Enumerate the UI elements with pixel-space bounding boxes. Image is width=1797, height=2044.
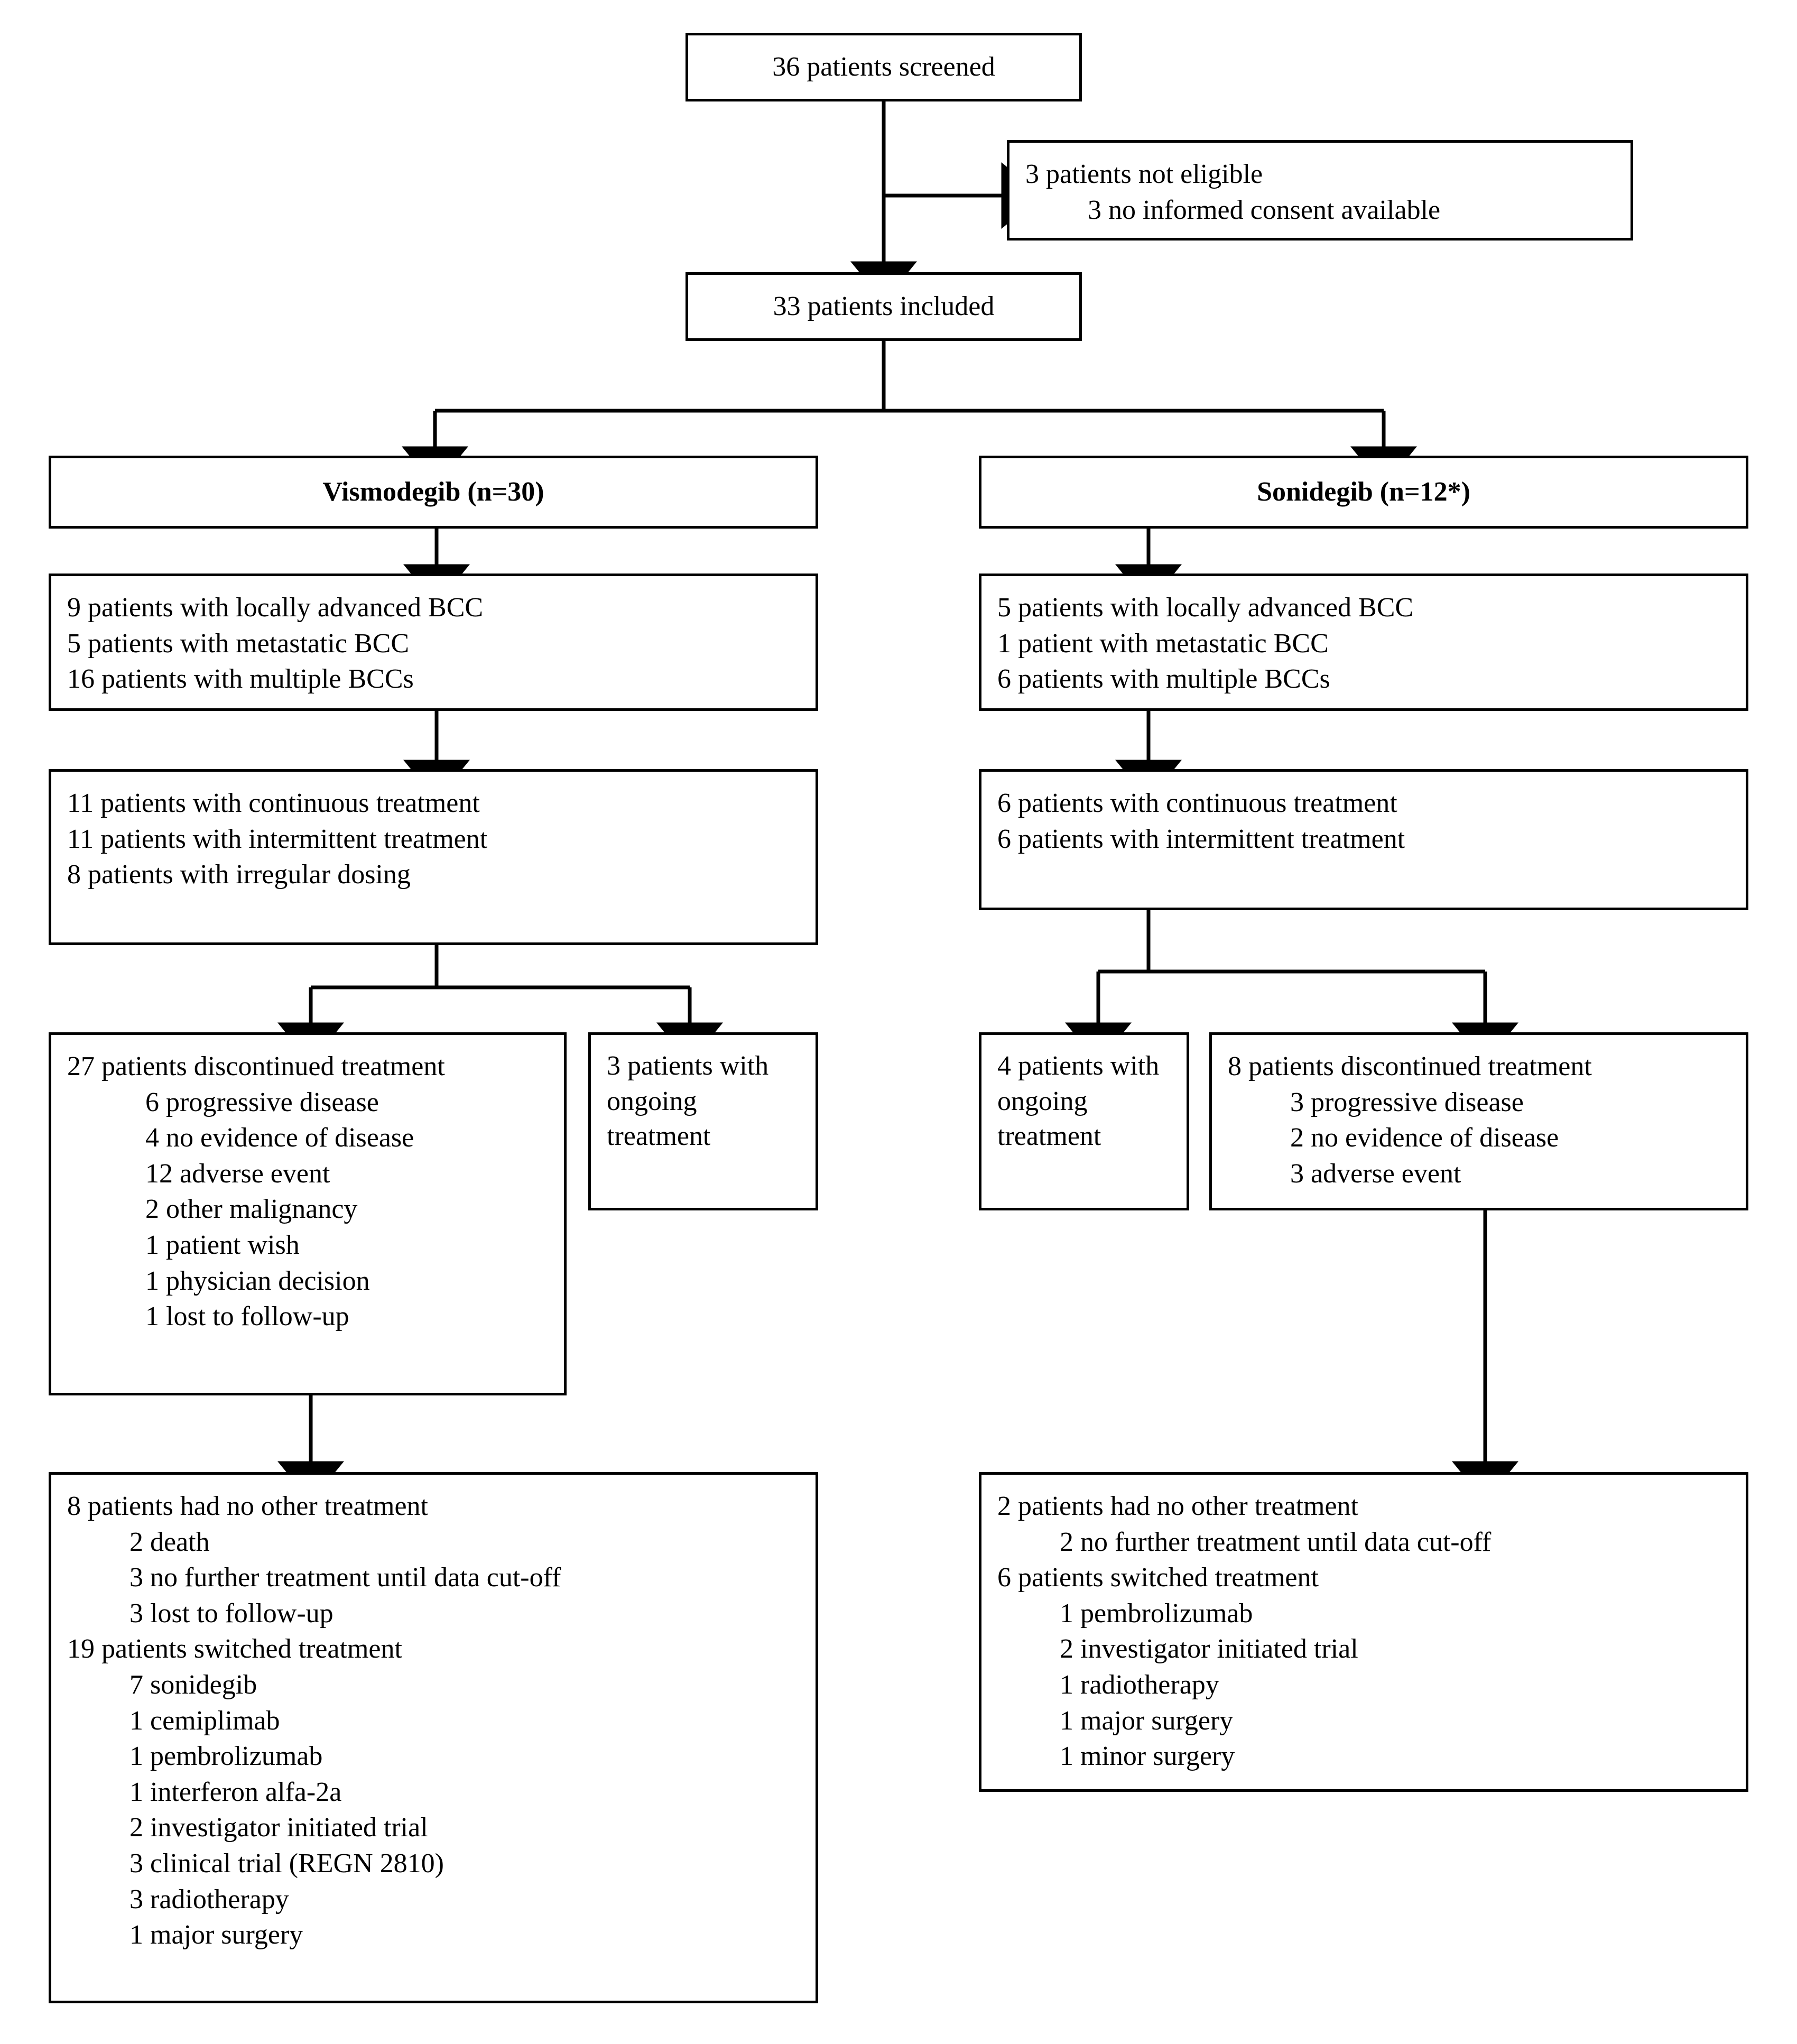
- vis-discontinued-item-2: 4 no evidence of disease: [145, 1123, 414, 1153]
- vis-followup-item2-3: 1 pembrolizumab: [129, 1741, 323, 1772]
- son-followup-item2-1: 1 pembrolizumab: [1060, 1598, 1253, 1629]
- not-eligible-line-1: 3 patients not eligible: [1025, 159, 1263, 189]
- son-followup-header-2: 6 patients switched treatment: [997, 1562, 1319, 1593]
- node-vismodegib-ongoing: 3 patients with ongoing treatment: [588, 1032, 818, 1210]
- node-arm-vismodegib: Vismodegib (n=30): [49, 456, 818, 529]
- son-followup-item2-4: 1 major surgery: [1060, 1705, 1234, 1736]
- node-vismodegib-dosing: 11 patients with continuous treatment 11…: [49, 769, 818, 945]
- son-ongoing-label: 4 patients with ongoing treatment: [997, 1051, 1166, 1152]
- node-included: 33 patients included: [686, 272, 1082, 341]
- vis-discontinued-item-6: 1 physician decision: [145, 1265, 370, 1296]
- vis-ongoing-label: 3 patients with ongoing treatment: [607, 1051, 776, 1152]
- vis-followup-item2-2: 1 cemiplimab: [129, 1705, 280, 1736]
- node-sonidegib-dosing: 6 patients with continuous treatment 6 p…: [979, 769, 1748, 910]
- node-screened: 36 patients screened: [686, 33, 1082, 101]
- son-disease-line-2: 1 patient with metastatic BCC: [997, 628, 1329, 659]
- son-followup-header-1: 2 patients had no other treatment: [997, 1491, 1359, 1521]
- vis-dosing-line-1: 11 patients with continuous treatment: [67, 788, 480, 818]
- node-arm-sonidegib: Sonidegib (n=12*): [979, 456, 1748, 529]
- vis-dosing-line-3: 8 patients with irregular dosing: [67, 859, 411, 890]
- son-discontinued-item-1: 3 progressive disease: [1290, 1087, 1524, 1117]
- arm-sonidegib-label: Sonidegib (n=12*): [1257, 477, 1470, 507]
- vis-followup-item2-8: 1 major surgery: [129, 1920, 303, 1950]
- vis-disease-line-1: 9 patients with locally advanced BCC: [67, 593, 484, 623]
- vis-disease-line-2: 5 patients with metastatic BCC: [67, 628, 410, 659]
- son-disease-line-3: 6 patients with multiple BCCs: [997, 664, 1330, 695]
- node-sonidegib-discontinued: 8 patients discontinued treatment 3 prog…: [1209, 1032, 1748, 1210]
- arm-vismodegib-label: Vismodegib (n=30): [322, 477, 544, 507]
- vis-discontinued-item-1: 6 progressive disease: [145, 1087, 379, 1117]
- vis-followup-header-1: 8 patients had no other treatment: [67, 1491, 429, 1521]
- vis-discontinued-header: 27 patients discontinued treatment: [67, 1051, 445, 1081]
- vis-followup-item2-1: 7 sonidegib: [129, 1669, 257, 1700]
- vis-followup-item1-2: 3 no further treatment until data cut-of…: [129, 1562, 561, 1593]
- vis-followup-item1-3: 3 lost to follow-up: [129, 1598, 334, 1629]
- son-followup-item1-1: 2 no further treatment until data cut-of…: [1060, 1527, 1492, 1557]
- son-disease-line-1: 5 patients with locally advanced BCC: [997, 593, 1414, 623]
- vis-discontinued-item-4: 2 other malignancy: [145, 1194, 358, 1225]
- node-vismodegib-followup: 8 patients had no other treatment 2 deat…: [49, 1472, 818, 2003]
- son-followup-item2-5: 1 minor surgery: [1060, 1741, 1235, 1772]
- node-screened-label: 36 patients screened: [772, 52, 995, 82]
- node-not-eligible: 3 patients not eligible 3 no informed co…: [1007, 140, 1633, 241]
- node-sonidegib-ongoing: 4 patients with ongoing treatment: [979, 1032, 1189, 1210]
- vis-followup-item2-5: 2 investigator initiated trial: [129, 1812, 428, 1843]
- son-discontinued-item-2: 2 no evidence of disease: [1290, 1123, 1559, 1153]
- vis-followup-item2-7: 3 radiotherapy: [129, 1884, 289, 1914]
- vis-discontinued-item-5: 1 patient wish: [145, 1229, 300, 1260]
- son-discontinued-header: 8 patients discontinued treatment: [1228, 1051, 1592, 1081]
- vis-discontinued-item-7: 1 lost to follow-up: [145, 1301, 349, 1332]
- vis-followup-item2-6: 3 clinical trial (REGN 2810): [129, 1848, 444, 1879]
- son-followup-item2-2: 2 investigator initiated trial: [1060, 1634, 1358, 1664]
- vis-followup-item1-1: 2 death: [129, 1527, 210, 1557]
- vis-discontinued-item-3: 12 adverse event: [145, 1158, 330, 1189]
- son-dosing-line-1: 6 patients with continuous treatment: [997, 788, 1397, 818]
- not-eligible-line-2: 3 no informed consent available: [1088, 195, 1441, 225]
- vis-disease-line-3: 16 patients with multiple BCCs: [67, 664, 414, 695]
- vis-followup-item2-4: 1 interferon alfa-2a: [129, 1777, 342, 1807]
- node-included-label: 33 patients included: [773, 291, 995, 322]
- node-vismodegib-discontinued: 27 patients discontinued treatment 6 pro…: [49, 1032, 567, 1395]
- vis-followup-header-2: 19 patients switched treatment: [67, 1634, 402, 1664]
- son-followup-item2-3: 1 radiotherapy: [1060, 1669, 1219, 1700]
- son-discontinued-item-3: 3 adverse event: [1290, 1158, 1461, 1189]
- node-vismodegib-disease: 9 patients with locally advanced BCC 5 p…: [49, 574, 818, 711]
- node-sonidegib-disease: 5 patients with locally advanced BCC 1 p…: [979, 574, 1748, 711]
- son-dosing-line-2: 6 patients with intermittent treatment: [997, 824, 1405, 854]
- node-sonidegib-followup: 2 patients had no other treatment 2 no f…: [979, 1472, 1748, 1792]
- vis-dosing-line-2: 11 patients with intermittent treatment: [67, 824, 488, 854]
